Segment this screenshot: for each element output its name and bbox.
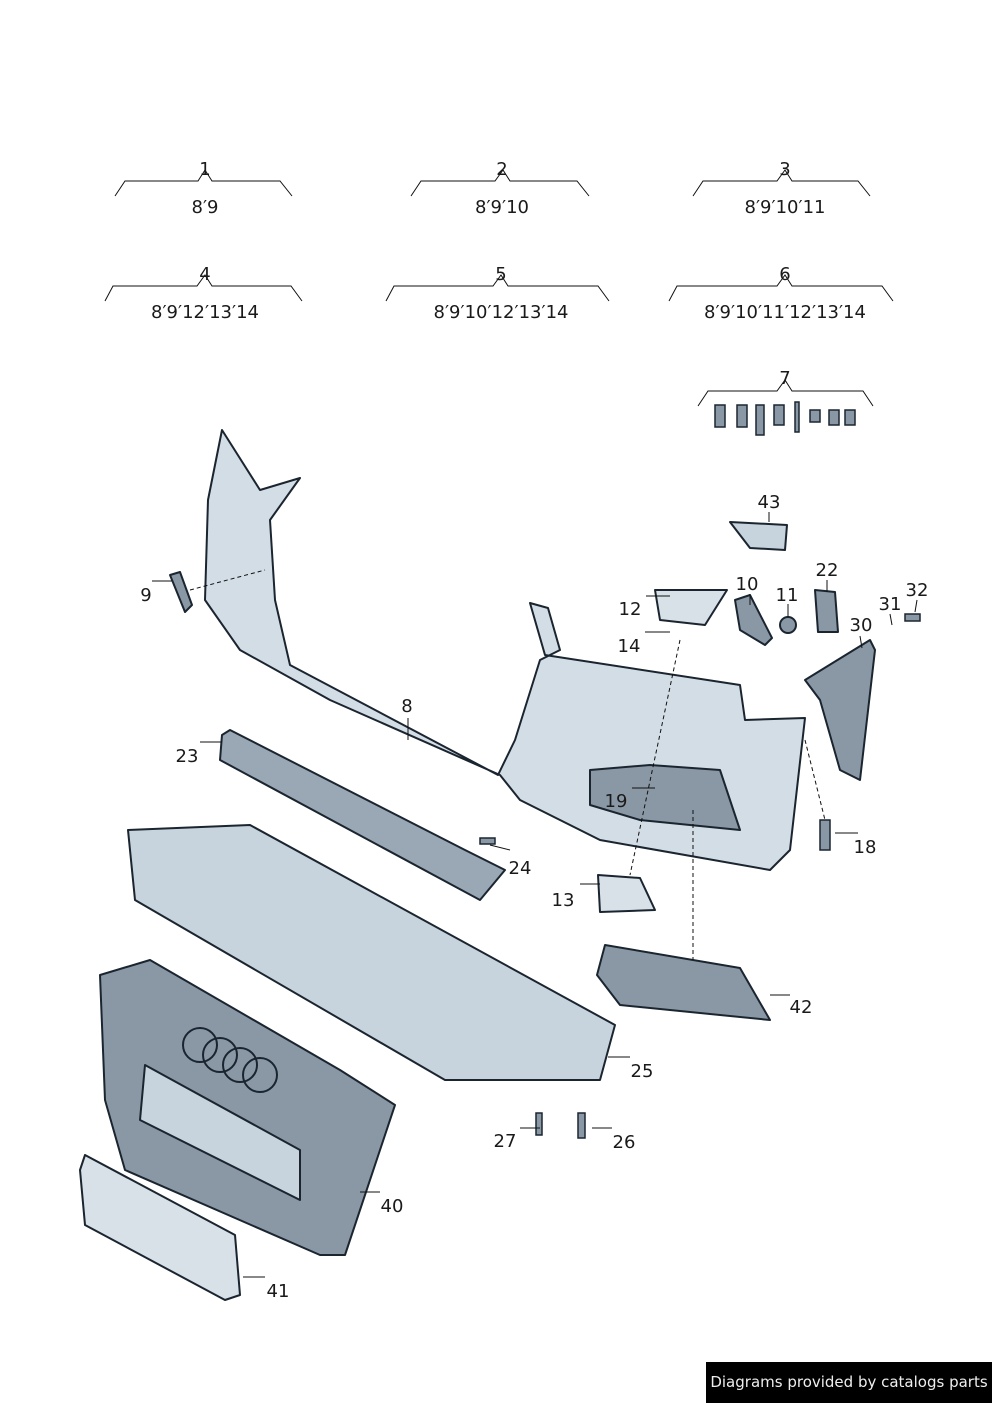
group-number: 4	[199, 264, 211, 285]
bracket-3	[692, 169, 871, 197]
nut-part-11	[779, 616, 797, 634]
callout-25: 25	[630, 1061, 654, 1082]
group-years: 8′9′10′11	[744, 197, 826, 218]
bracket-part-10	[734, 594, 773, 646]
group-2: 2 8′9′10	[402, 160, 602, 218]
bracket-2	[410, 169, 590, 197]
group-years: 8′9′10′12′13′14	[433, 302, 569, 323]
bracket-5	[385, 274, 610, 302]
group-years: 8′9′12′13′14	[151, 302, 259, 323]
bracket-part-22	[814, 589, 839, 633]
leader-lines	[152, 512, 918, 1278]
screw-part-27	[535, 1112, 543, 1136]
bracket-1	[114, 169, 293, 197]
audi-ring-1	[182, 1027, 218, 1063]
cap-part-12	[654, 589, 728, 626]
callout-19: 19	[604, 791, 628, 812]
bracket-7	[697, 379, 874, 407]
callout-13: 13	[551, 890, 575, 911]
plate-part-41	[79, 1154, 241, 1301]
callout-43: 43	[757, 492, 781, 513]
group-5: 5 8′9′10′12′13′14	[401, 265, 601, 323]
callout-26: 26	[612, 1132, 636, 1153]
rivet-part-18	[819, 819, 831, 851]
callout-14: 14	[617, 636, 641, 657]
bracket-part-30	[804, 639, 876, 781]
callout-22: 22	[815, 560, 839, 581]
callout-30: 30	[849, 615, 873, 636]
group-7: 7	[685, 369, 885, 389]
callout-10: 10	[735, 574, 759, 595]
group-number: 5	[495, 264, 507, 285]
fog-grille-part-42	[596, 944, 771, 1021]
group-4: 4 8′9′12′13′14	[105, 265, 305, 323]
group-years: 8′9	[191, 197, 219, 218]
screw-part-24	[479, 837, 496, 845]
callout-42: 42	[789, 997, 813, 1018]
group-years: 8′9′10	[475, 197, 529, 218]
group-1: 1 8′9	[105, 160, 305, 218]
group-number: 1	[199, 159, 211, 180]
callout-8: 8	[401, 696, 413, 717]
callout-31: 31	[878, 594, 902, 615]
callout-27: 27	[493, 1131, 517, 1152]
group-3: 3 8′9′10′11	[685, 160, 885, 218]
cover-part-43	[729, 521, 788, 551]
callout-41: 41	[266, 1281, 290, 1302]
group-brackets	[104, 169, 894, 407]
clip-part-9	[169, 571, 193, 613]
group-number: 2	[496, 159, 508, 180]
callout-23: 23	[175, 746, 199, 767]
audi-ring-4	[242, 1057, 278, 1093]
callout-32: 32	[905, 580, 929, 601]
bracket-6	[668, 274, 894, 302]
screw-part-32	[904, 613, 921, 622]
fasteners-part-7	[714, 401, 856, 436]
bracket-4	[104, 274, 303, 302]
cap-part-13	[597, 874, 656, 913]
audi-ring-3	[222, 1047, 258, 1083]
screws	[479, 613, 921, 1139]
screw-part-26	[577, 1112, 586, 1139]
audi-ring-2	[202, 1037, 238, 1073]
grille-part-40	[99, 959, 396, 1256]
callout-24: 24	[508, 858, 532, 879]
bumper-opening	[589, 764, 741, 831]
underbody-panel-part-25	[127, 824, 616, 1081]
footer-credit: Diagrams provided by catalogs parts	[706, 1362, 992, 1403]
callout-40: 40	[380, 1196, 404, 1217]
callout-18: 18	[853, 837, 877, 858]
bumper-cover-part-8	[204, 429, 806, 871]
callout-9: 9	[140, 585, 152, 606]
group-number: 7	[779, 368, 791, 389]
grille-strip-part-23	[219, 729, 506, 901]
group-6: 6 8′9′10′11′12′13′14	[685, 265, 885, 323]
callout-12: 12	[618, 599, 642, 620]
group-years: 8′9′10′11′12′13′14	[704, 302, 866, 323]
callout-11: 11	[775, 585, 799, 606]
group-number: 6	[779, 264, 791, 285]
group-number: 3	[779, 159, 791, 180]
grille-center	[139, 1064, 301, 1201]
